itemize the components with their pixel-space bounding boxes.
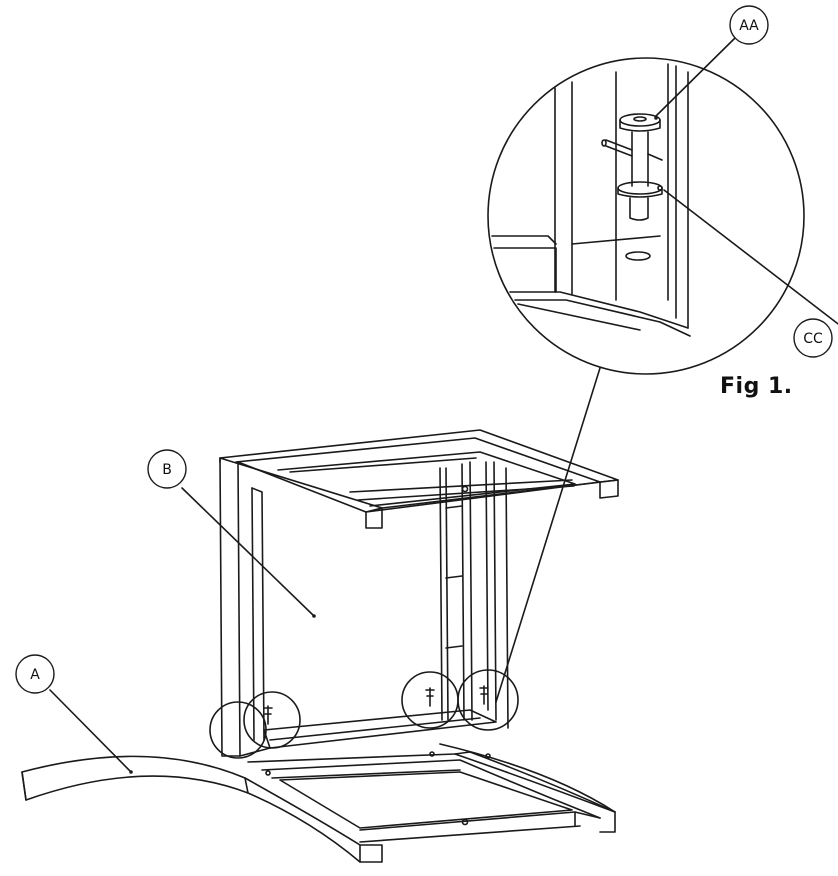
detail-circle-right-outer [457,669,519,731]
callout-a-leader [49,689,132,773]
callout-b-leader [181,487,315,617]
base-frame-a [21,743,616,863]
callout-a-label: A [30,667,40,683]
magnifier-leader-line [495,367,601,703]
callout-cc-label: CC [803,331,823,347]
callout-cc-leader [663,189,838,325]
callout-a: A [15,654,55,694]
detail-circle-left-inner [243,691,301,749]
callout-cc: CC [793,318,833,358]
callout-aa-leader [655,37,736,117]
callout-aa-label: AA [739,18,759,34]
upper-frame-b [219,429,619,757]
figure-caption: Fig 1. [720,374,793,399]
callout-b: B [147,449,187,489]
detail-circle-left-outer [209,701,267,759]
callout-aa: AA [729,5,769,45]
magnified-detail [487,57,805,375]
callout-b-label: B [162,462,172,478]
